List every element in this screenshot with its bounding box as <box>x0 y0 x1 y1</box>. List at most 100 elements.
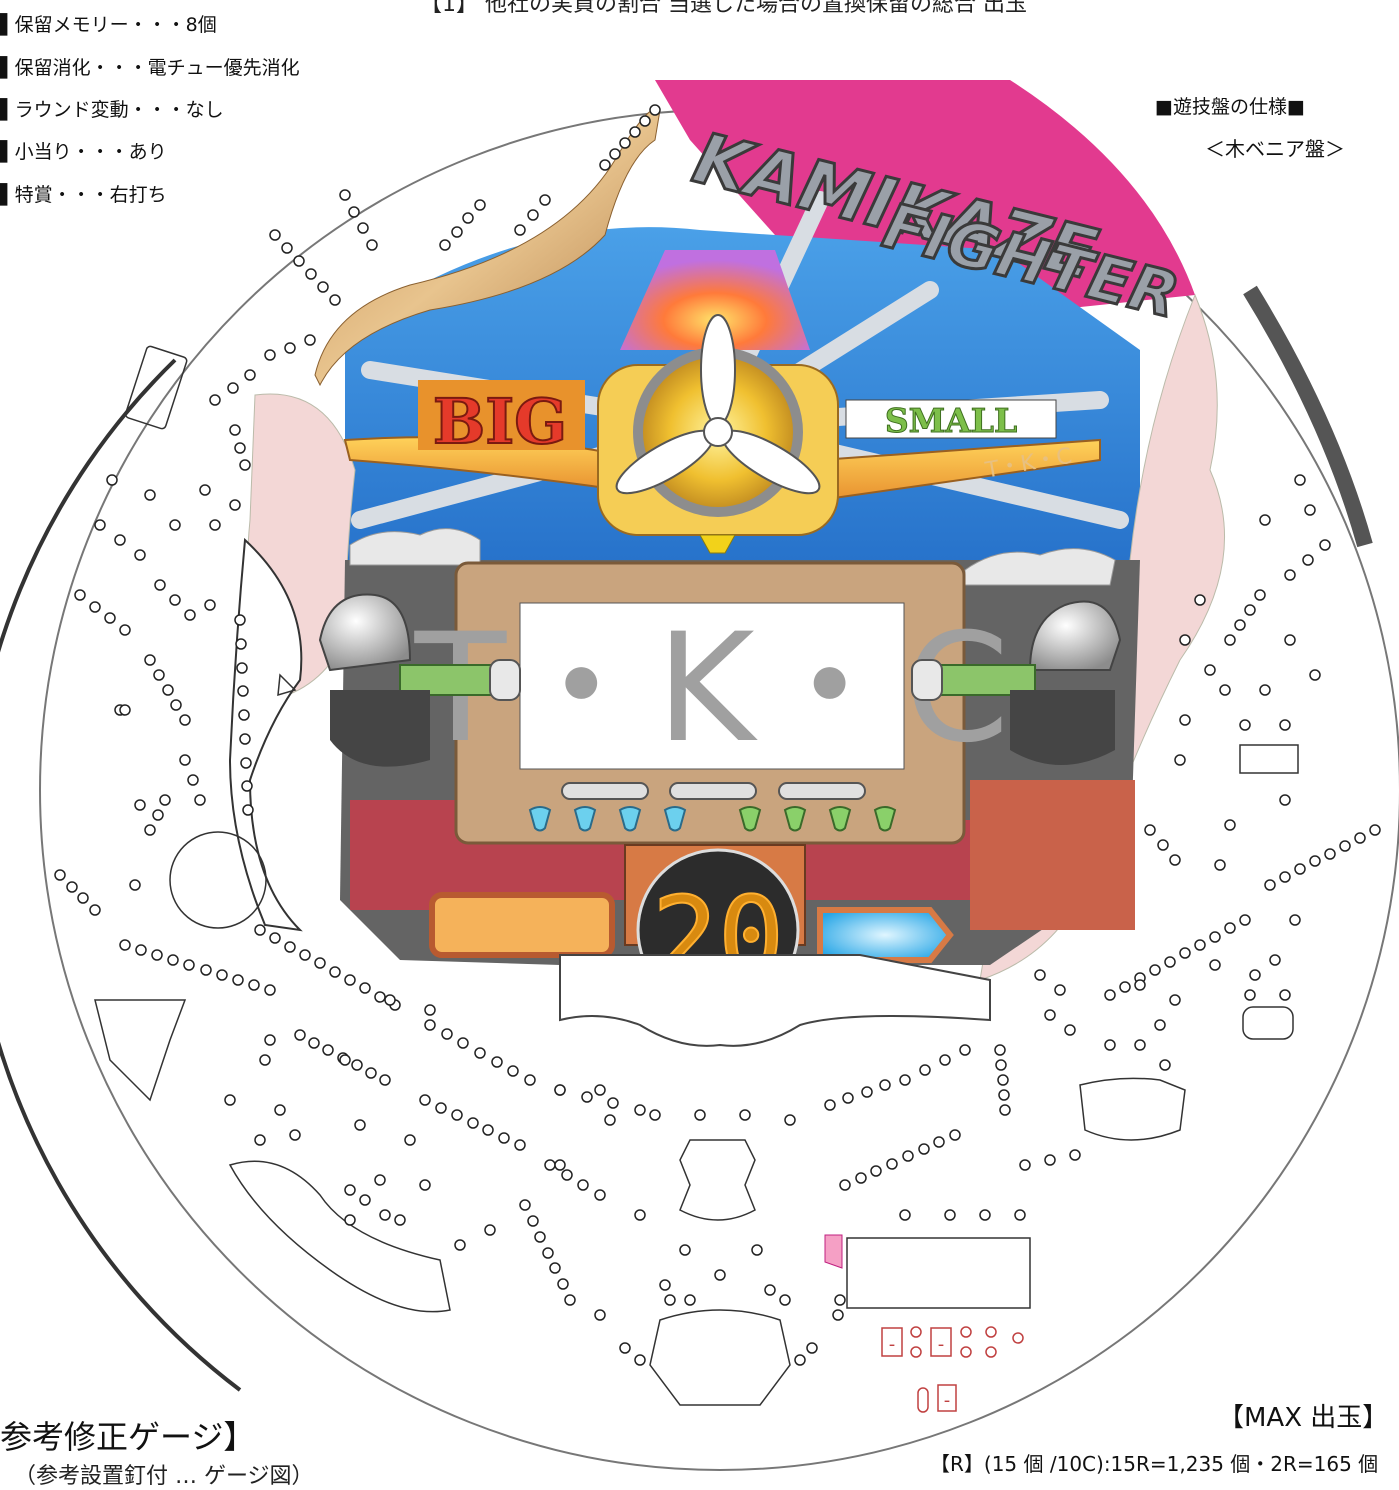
nail <box>554 1084 566 1096</box>
board-type-label: ＜木ベニア盤＞ <box>1205 137 1345 161</box>
out-hole <box>649 1309 791 1406</box>
nail <box>134 549 146 561</box>
nail <box>424 1019 436 1031</box>
nail <box>1149 964 1161 976</box>
nail <box>348 206 360 218</box>
nail <box>89 601 101 613</box>
nail <box>1164 956 1176 968</box>
nail <box>834 1294 846 1306</box>
nail <box>519 1199 531 1211</box>
nail <box>899 1074 911 1086</box>
nail <box>439 239 451 251</box>
nail <box>339 1054 351 1066</box>
nail <box>304 334 316 346</box>
nail <box>1054 984 1066 996</box>
cloud-right <box>964 548 1116 586</box>
nail <box>1294 863 1306 875</box>
nail <box>1169 854 1181 866</box>
nail <box>227 382 239 394</box>
nail <box>152 809 164 821</box>
nail <box>1194 939 1206 951</box>
nail <box>74 589 86 601</box>
nail <box>169 594 181 606</box>
nail <box>739 1109 751 1121</box>
nail <box>779 1294 791 1306</box>
nail <box>184 609 196 621</box>
nail <box>634 1104 646 1116</box>
nail <box>1019 1159 1031 1171</box>
nail <box>379 1209 391 1221</box>
nail <box>241 780 253 792</box>
nail <box>484 1224 496 1236</box>
nail <box>959 1044 971 1056</box>
nail <box>491 1056 503 1068</box>
logo-backplate <box>655 80 1195 330</box>
hold-lamps <box>528 806 897 832</box>
nail <box>1104 1039 1116 1051</box>
nail <box>542 1247 554 1259</box>
nail <box>944 1209 956 1221</box>
nail <box>374 991 386 1003</box>
nail <box>514 1139 526 1151</box>
helmet-right <box>911 600 1122 765</box>
nail <box>1104 989 1116 1001</box>
nail <box>216 969 228 981</box>
nail <box>784 1114 796 1126</box>
nail <box>1224 819 1236 831</box>
max-payout-title: 【MAX 出玉】 <box>1218 1403 1389 1433</box>
nail <box>135 944 147 956</box>
nail <box>1339 840 1351 852</box>
nail <box>679 1244 691 1256</box>
nail <box>1354 832 1366 844</box>
nail <box>294 1029 306 1041</box>
right-rail <box>1243 285 1373 548</box>
triangle-marker <box>277 673 297 697</box>
nail <box>919 1064 931 1076</box>
nail <box>314 957 326 969</box>
nail <box>999 1104 1011 1116</box>
nail <box>239 733 251 745</box>
small-label: SMALL <box>885 401 1017 440</box>
nail <box>119 939 131 951</box>
nail <box>293 255 305 267</box>
nail <box>609 148 621 160</box>
board-spec-title: ■遊技盤の仕様■ <box>1155 96 1305 118</box>
nail <box>994 1044 1006 1056</box>
nail <box>839 1179 851 1191</box>
nail <box>209 394 221 406</box>
right-pocket <box>1242 1006 1294 1040</box>
left-guide <box>228 537 303 932</box>
nail <box>354 1119 366 1131</box>
nail <box>1014 1209 1026 1221</box>
nail <box>259 1054 271 1066</box>
nail <box>1244 989 1256 1001</box>
nail <box>194 794 206 806</box>
nail <box>248 979 260 991</box>
nail <box>281 242 293 254</box>
nail <box>1214 859 1226 871</box>
nail <box>200 964 212 976</box>
nail <box>886 1158 898 1170</box>
helmet-left <box>318 593 521 767</box>
nail <box>649 1109 661 1121</box>
nail <box>66 881 78 893</box>
left-rail <box>0 358 242 1392</box>
nail <box>162 684 174 696</box>
nail <box>1369 824 1381 836</box>
nail <box>1289 914 1301 926</box>
nail <box>498 1132 510 1144</box>
nail <box>89 904 101 916</box>
nail <box>1034 969 1046 981</box>
nail <box>77 892 89 904</box>
nail <box>527 1215 539 1227</box>
nail <box>187 774 199 786</box>
nail <box>577 1179 589 1191</box>
lamp-box-right <box>817 907 954 963</box>
nail <box>539 194 551 206</box>
spec-round-variation: ▌ラウンド変動・・・なし <box>0 99 224 121</box>
nail <box>394 1214 406 1226</box>
nail <box>870 1165 882 1177</box>
nail <box>1144 824 1156 836</box>
nail <box>359 1194 371 1206</box>
nail <box>329 294 341 306</box>
